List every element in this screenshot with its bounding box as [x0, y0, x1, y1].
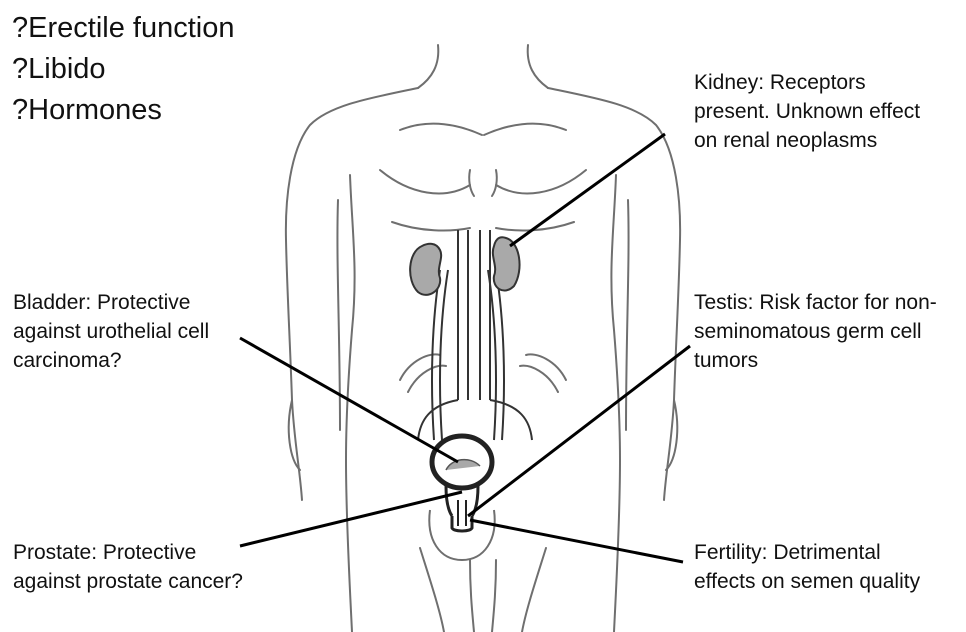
prostate-label-line: Prostate: Protective — [13, 538, 243, 567]
kidney-leader-line — [510, 134, 665, 246]
left-kidney — [410, 244, 441, 295]
bladder-label-line: Bladder: Protective — [13, 288, 209, 317]
question-hormones: ?Hormones — [12, 90, 234, 131]
fertility-label-line: effects on semen quality — [694, 567, 920, 596]
bladder — [432, 436, 492, 488]
bladder-label: Bladder: Protective against urothelial c… — [13, 288, 209, 375]
bladder-label-line: carcinoma? — [13, 346, 209, 375]
bladder-label-line: against urothelial cell — [13, 317, 209, 346]
testis-leader-line — [468, 346, 690, 516]
fertility-label: Fertility: Detrimental effects on semen … — [694, 538, 920, 596]
testis-label: Testis: Risk factor for non- seminomatou… — [694, 288, 937, 375]
leader-lines — [240, 134, 690, 562]
testis-label-line: Testis: Risk factor for non- — [694, 288, 937, 317]
testis-label-line: seminomatous germ cell — [694, 317, 937, 346]
uncertain-effects-list: ?Erectile function ?Libido ?Hormones — [12, 8, 234, 131]
question-erectile-function: ?Erectile function — [12, 8, 234, 49]
kidneys — [410, 237, 519, 295]
kidney-label-line: Kidney: Receptors — [694, 68, 920, 97]
kidney-label-line: present. Unknown effect — [694, 97, 920, 126]
prostate-label-line: against prostate cancer? — [13, 567, 243, 596]
kidney-label: Kidney: Receptors present. Unknown effec… — [694, 68, 920, 155]
right-kidney — [493, 237, 520, 290]
fertility-leader-line — [470, 520, 683, 562]
testis-label-line: tumors — [694, 346, 937, 375]
fertility-label-line: Fertility: Detrimental — [694, 538, 920, 567]
prostate-label: Prostate: Protective against prostate ca… — [13, 538, 243, 596]
question-libido: ?Libido — [12, 49, 234, 90]
kidney-label-line: on renal neoplasms — [694, 126, 920, 155]
body-outline — [286, 45, 680, 632]
